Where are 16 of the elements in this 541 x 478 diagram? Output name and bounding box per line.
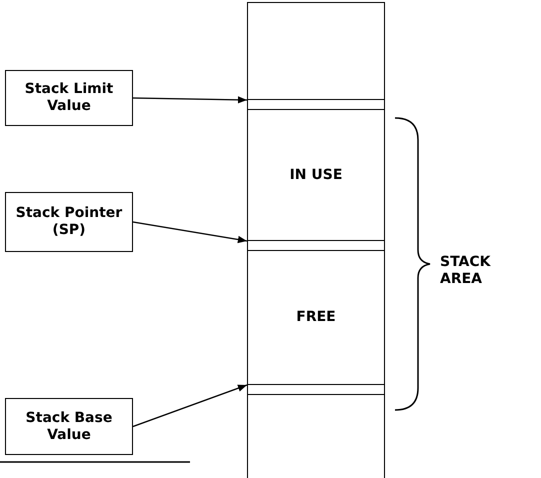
node-text: Stack Pointer (SP) xyxy=(14,205,124,239)
arrow xyxy=(132,96,248,104)
process-box xyxy=(5,398,133,455)
node-text: Stack Base Value xyxy=(24,410,114,444)
process-box xyxy=(5,192,133,252)
node-text: Stack Limit Value xyxy=(24,81,114,115)
process-box xyxy=(5,70,133,126)
area-label: STACK AREA xyxy=(440,254,492,288)
node-text: IN USE xyxy=(290,167,342,184)
arrow xyxy=(132,221,248,244)
arrow xyxy=(132,384,248,428)
node-text: FREE xyxy=(296,309,336,326)
memory-column xyxy=(247,2,385,478)
memory-band xyxy=(247,99,385,110)
memory-band xyxy=(247,384,385,395)
memory-band xyxy=(247,240,385,251)
